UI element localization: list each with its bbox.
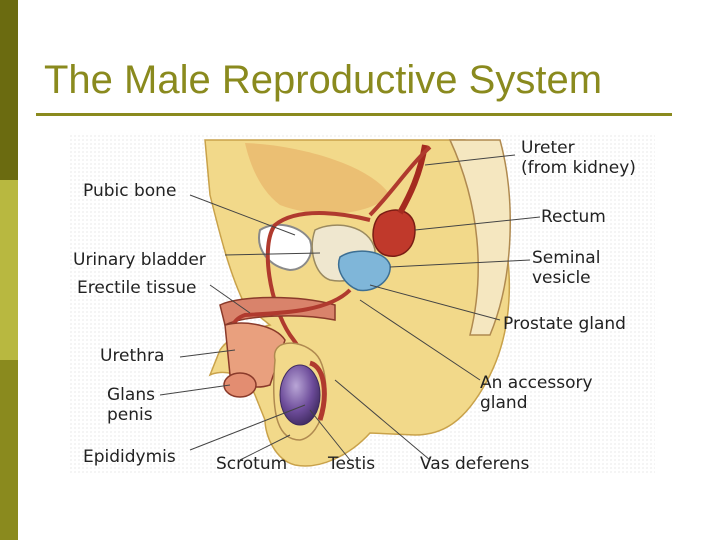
sidebar-segment-top <box>0 0 18 180</box>
label-accessory-gland: An accessory gland <box>480 373 593 413</box>
label-accessory-line1: An accessory <box>480 373 593 393</box>
label-seminal-line2: vesicle <box>532 268 591 288</box>
sidebar-accent <box>0 0 18 540</box>
sidebar-segment-middle <box>0 180 18 360</box>
slide-title: The Male Reproductive System <box>44 58 603 102</box>
label-urinary-bladder: Urinary bladder <box>73 250 206 270</box>
label-epididymis: Epididymis <box>83 447 176 467</box>
epididymis <box>308 360 327 421</box>
label-urethra: Urethra <box>100 346 165 366</box>
testis <box>279 364 321 426</box>
label-scrotum: Scrotum <box>216 454 288 474</box>
spine <box>448 139 511 336</box>
title-underline <box>36 113 672 116</box>
label-seminal-line1: Seminal <box>532 248 601 268</box>
label-erectile-tissue: Erectile tissue <box>77 278 197 298</box>
ureter <box>368 145 432 217</box>
label-pubic-bone: Pubic bone <box>83 181 177 201</box>
anatomy-illustration <box>70 135 655 475</box>
label-glans-line1: Glans <box>107 385 155 405</box>
label-glans-line2: penis <box>107 405 153 425</box>
label-accessory-line2: gland <box>480 393 528 413</box>
pubic-bone <box>258 223 313 272</box>
label-vas-deferens: Vas deferens <box>420 454 530 474</box>
label-rectum: Rectum <box>541 207 606 227</box>
anatomy-diagram: Ureter (from kidney) Pubic bone Rectum U… <box>70 135 655 475</box>
glans-penis <box>223 372 257 398</box>
prostate <box>338 250 391 292</box>
sidebar-segment-bottom <box>0 360 18 540</box>
label-ureter: Ureter (from kidney) <box>521 138 636 178</box>
leader-lines <box>159 154 541 461</box>
label-prostate-gland: Prostate gland <box>503 314 626 334</box>
label-ureter-line1: Ureter <box>521 138 575 158</box>
rectum <box>372 209 416 257</box>
abdominal-shading <box>245 143 390 214</box>
label-ureter-line2: (from kidney) <box>521 158 636 178</box>
label-testis: Testis <box>328 454 376 474</box>
label-seminal-vesicle: Seminal vesicle <box>532 248 600 288</box>
label-glans-penis: Glans penis <box>107 385 155 425</box>
